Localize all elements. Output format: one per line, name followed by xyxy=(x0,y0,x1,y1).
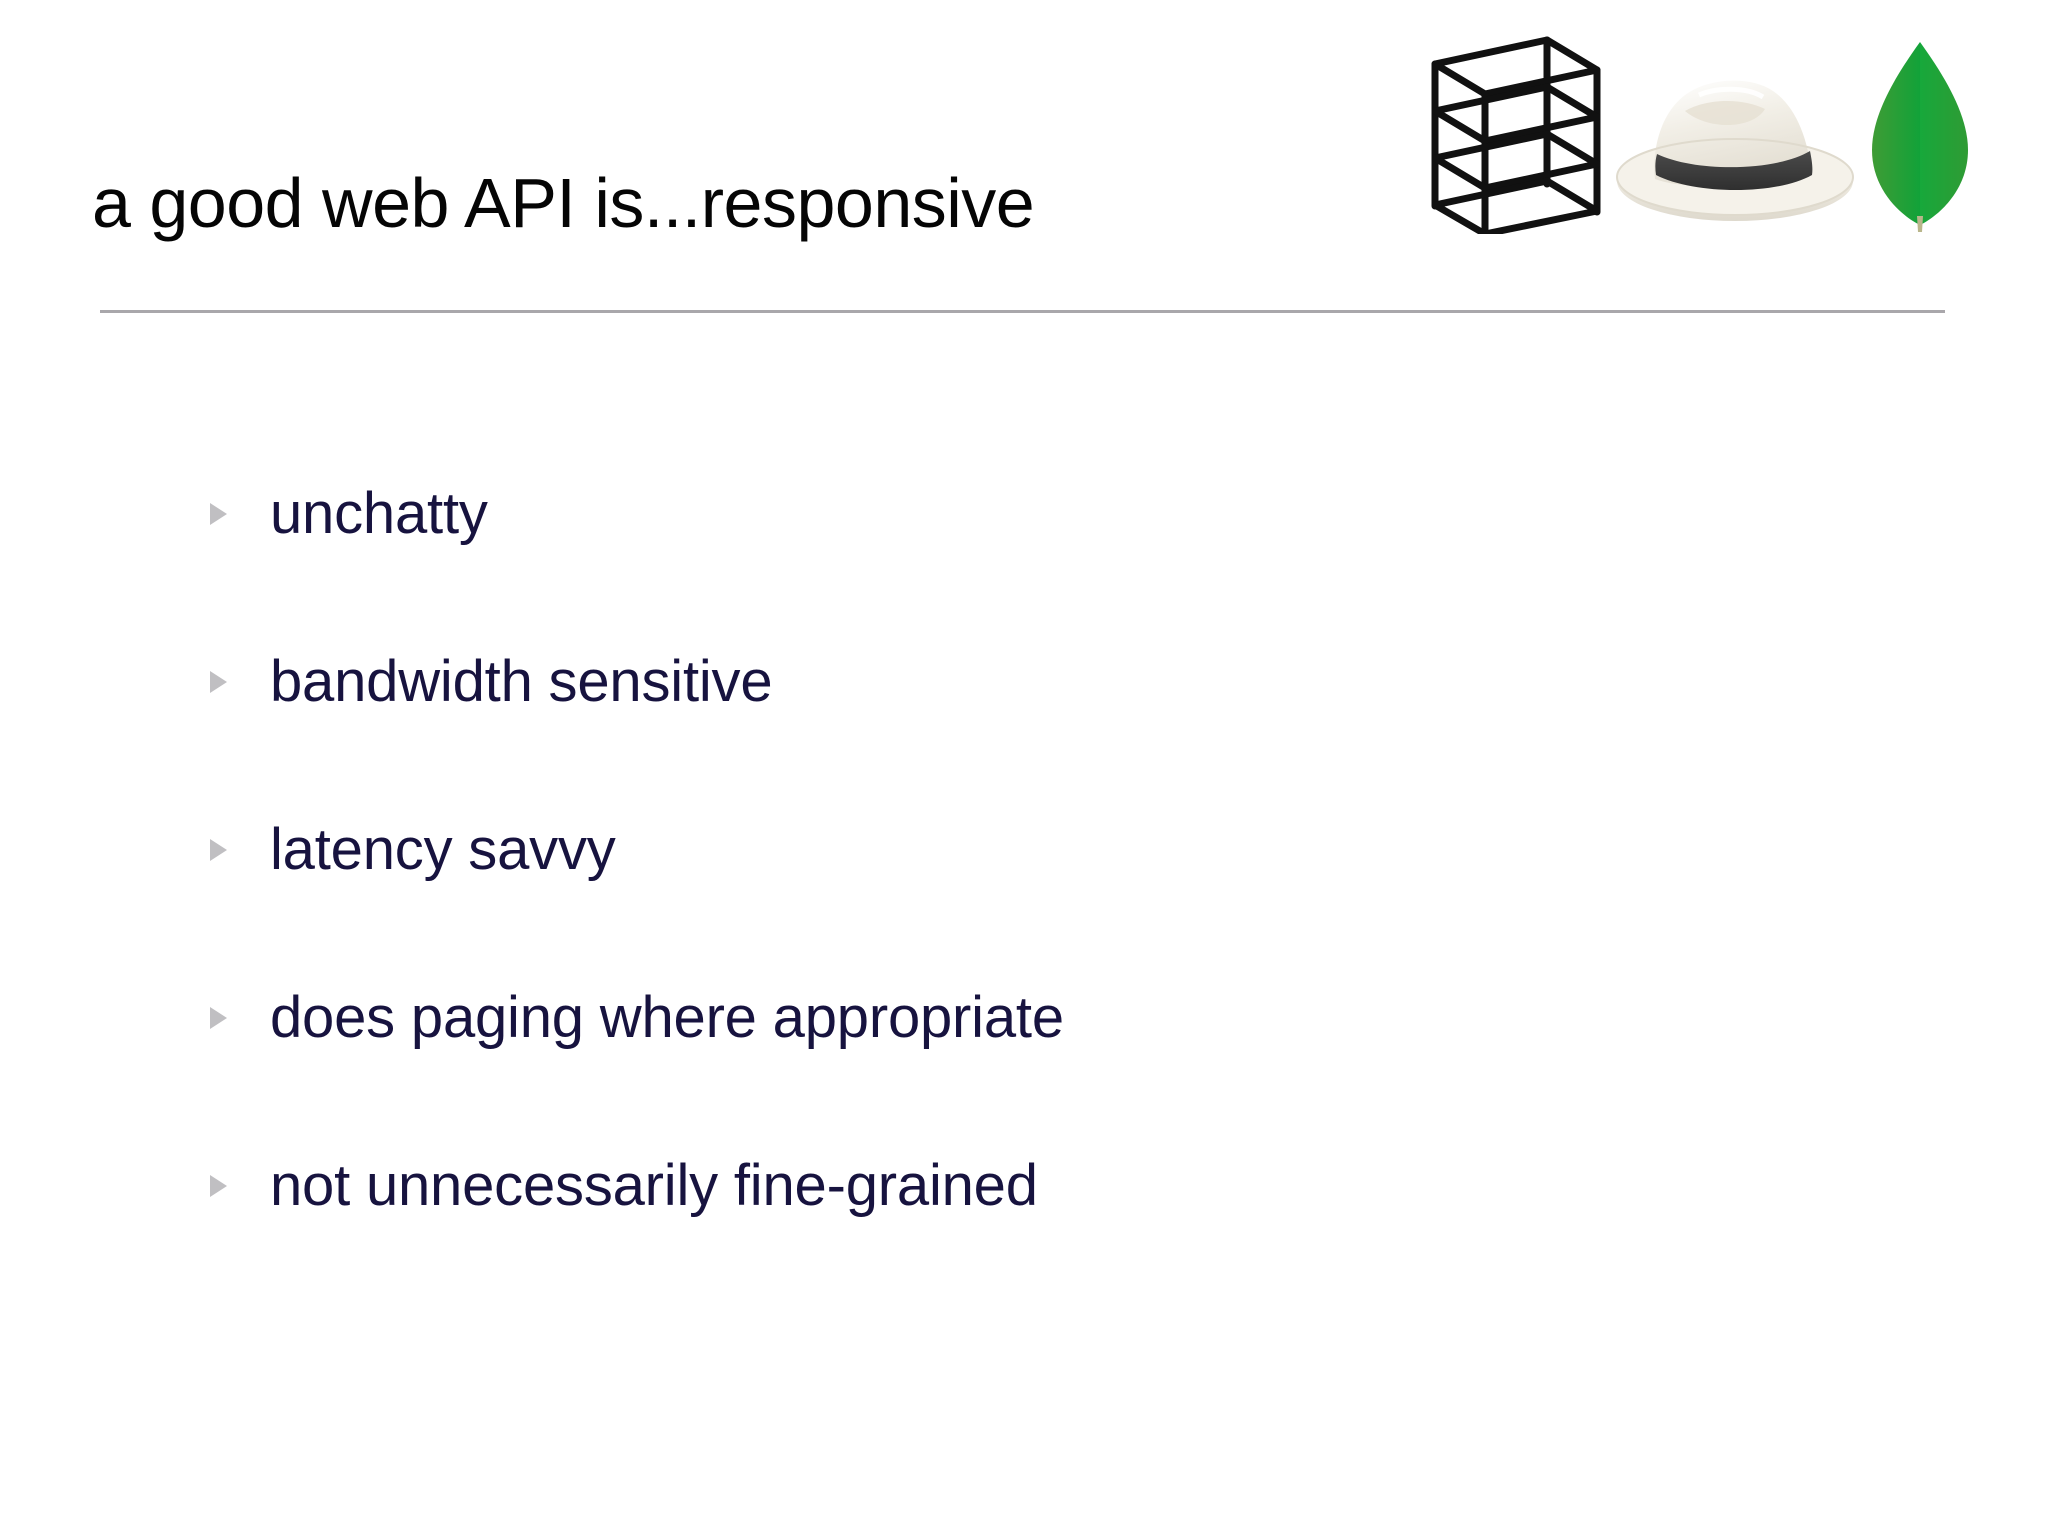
list-item: latency savvy xyxy=(0,766,2048,934)
triangle-right-icon xyxy=(210,839,227,861)
list-item: not unnecessarily fine-grained xyxy=(0,1102,2048,1270)
mongodb-leaf-icon xyxy=(1864,34,1976,234)
list-item-label: does paging where appropriate xyxy=(270,985,1064,1051)
list-item: bandwidth sensitive xyxy=(0,598,2048,766)
list-item-label: bandwidth sensitive xyxy=(270,649,773,715)
page-title: a good web API is...responsive xyxy=(92,164,1035,242)
triangle-right-icon xyxy=(210,503,227,525)
triangle-right-icon xyxy=(210,1175,227,1197)
slide-header: a good web API is...responsive xyxy=(0,0,2048,320)
title-divider xyxy=(100,310,1945,313)
shelf-wireframe-icon xyxy=(1425,34,1607,238)
list-item: does paging where appropriate xyxy=(0,934,2048,1102)
logo-row xyxy=(1425,34,1976,238)
panama-hat-icon xyxy=(1613,51,1858,226)
triangle-right-icon xyxy=(210,1007,227,1029)
list-item-label: latency savvy xyxy=(270,817,616,883)
bullet-list: unchatty bandwidth sensitive latency sav… xyxy=(0,430,2048,1270)
triangle-right-icon xyxy=(210,671,227,693)
list-item-label: unchatty xyxy=(270,481,488,547)
list-item: unchatty xyxy=(0,430,2048,598)
list-item-label: not unnecessarily fine-grained xyxy=(270,1153,1038,1219)
